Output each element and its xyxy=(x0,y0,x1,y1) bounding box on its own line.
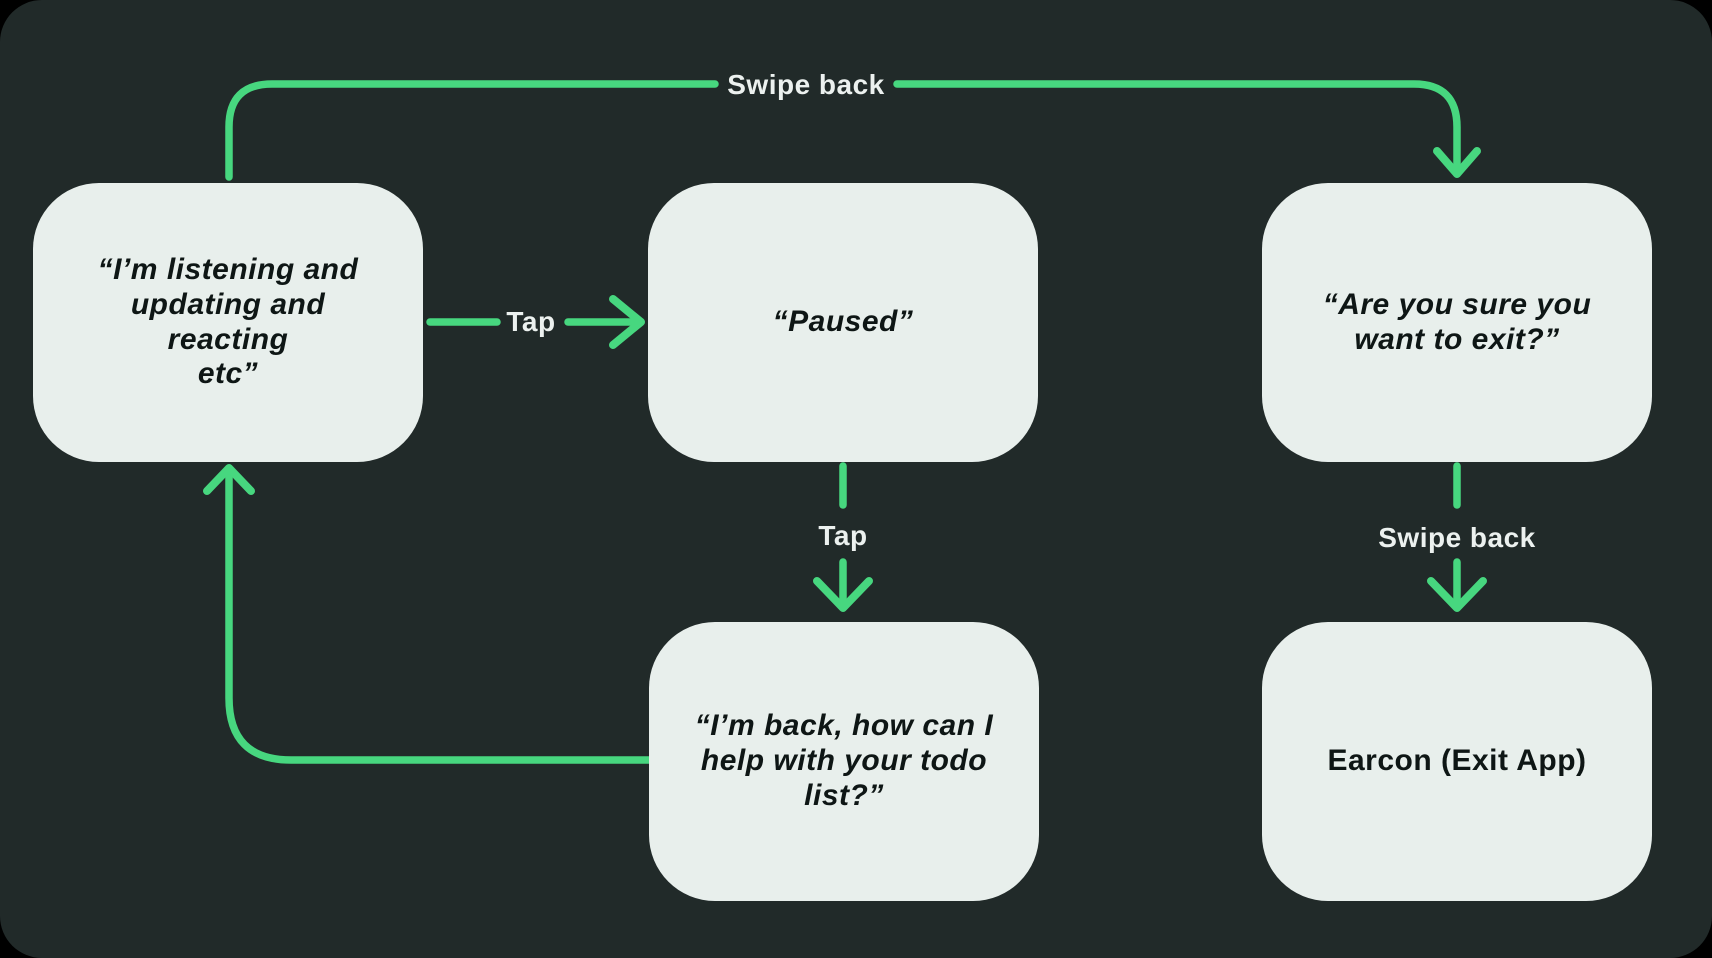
node-back-todo-text: “I’m back, how can I help with your todo… xyxy=(694,709,994,812)
edge-label-tap-horizontal: Tap xyxy=(506,306,556,337)
node-earcon-exit-text: Earcon (Exit App) xyxy=(1327,744,1587,778)
node-paused-text: “Paused” xyxy=(772,305,914,339)
edge-label-swipe-back-vertical: Swipe back xyxy=(1378,522,1536,553)
node-confirm-exit-text: “Are you sure you want to exit?” xyxy=(1322,287,1592,356)
node-back-todo: “I’m back, how can I help with your todo… xyxy=(649,622,1039,901)
node-paused: “Paused” xyxy=(648,183,1038,462)
node-earcon-exit: Earcon (Exit App) xyxy=(1262,622,1652,901)
edge-label-swipe-back-top: Swipe back xyxy=(727,69,885,100)
edge-label-tap-vertical: Tap xyxy=(818,520,868,551)
node-listening: “I’m listening and updating and reacting… xyxy=(33,183,423,462)
node-listening-text: “I’m listening and updating and reacting… xyxy=(97,252,359,391)
node-confirm-exit: “Are you sure you want to exit?” xyxy=(1262,183,1652,462)
